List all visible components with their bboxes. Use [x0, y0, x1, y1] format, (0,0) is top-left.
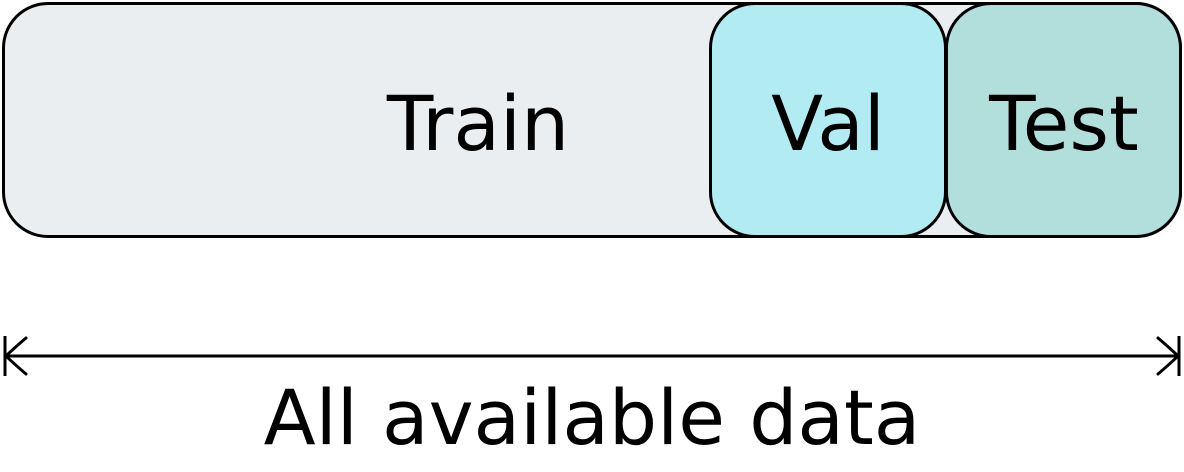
span-arrow-right-head: [1156, 336, 1181, 376]
val-segment: [709, 2, 947, 238]
val-label: Val: [771, 79, 885, 168]
span-arrow: [3, 336, 1181, 376]
train-label: Train: [386, 79, 570, 168]
span-arrow-left-head: [3, 336, 28, 376]
test-label: Test: [989, 79, 1139, 168]
test-segment: [945, 2, 1182, 238]
span-caption: All available data: [263, 373, 921, 462]
